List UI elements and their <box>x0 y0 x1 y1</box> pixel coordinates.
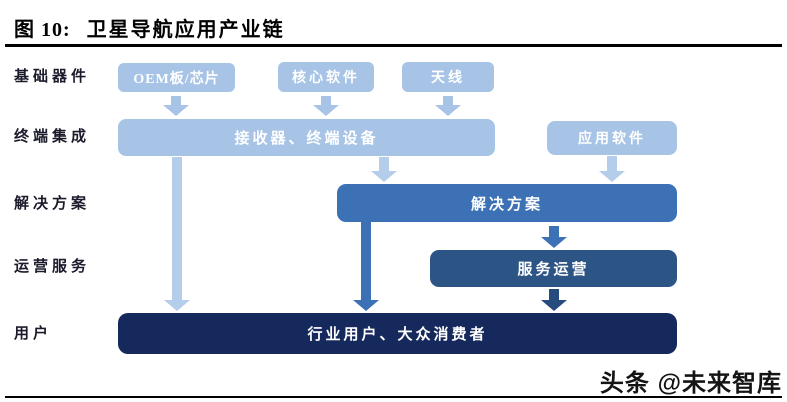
arrow-shaft <box>361 222 371 300</box>
figure-title-text: 卫星导航应用产业链 <box>86 19 285 41</box>
arrow-shaft <box>607 156 617 171</box>
arrow-head <box>353 300 379 311</box>
arrow-head <box>163 105 189 116</box>
arrow-shaft <box>321 96 331 105</box>
node-service-operation: 服务运营 <box>430 250 677 287</box>
arrow-shaft <box>379 157 389 171</box>
node-solution: 解决方案 <box>337 184 677 222</box>
arrow-head <box>313 105 339 116</box>
arrow-app-software-to-solution-down-arrow-icon <box>599 156 625 182</box>
arrow-head <box>599 171 625 182</box>
stage-label-terminal-integration: 终端集成 <box>14 129 91 145</box>
arrow-core-software-to-receiver-down-arrow-icon <box>313 96 339 116</box>
figure-number-label: 图 10: <box>14 19 71 41</box>
bottom-divider-rule <box>5 396 782 398</box>
watermark-text: 头条 @未来智库 <box>599 370 782 397</box>
arrow-antenna-to-receiver-down-arrow-icon <box>435 96 461 116</box>
node-receiver-terminal-equipment: 接收器、终端设备 <box>118 119 495 156</box>
arrow-shaft <box>172 157 182 300</box>
arrow-head <box>164 300 190 311</box>
arrow-receiver-to-solution-down-arrow-icon <box>371 157 397 182</box>
arrow-shaft <box>171 96 181 105</box>
arrow-head <box>541 300 567 311</box>
stage-label-basic-components: 基础器件 <box>14 69 91 85</box>
arrow-shaft <box>443 96 453 105</box>
stage-label-solutions: 解决方案 <box>14 196 91 212</box>
arrow-head <box>541 237 567 248</box>
stage-label-operation-services: 运营服务 <box>14 259 91 275</box>
node-core-software: 核心软件 <box>278 62 374 92</box>
node-application-software: 应用软件 <box>547 121 677 155</box>
arrow-head <box>435 105 461 116</box>
node-industry-users-mass-consumers: 行业用户、大众消费者 <box>118 313 677 354</box>
arrow-receiver-to-users-down-arrow-icon <box>164 157 190 311</box>
arrow-service-to-users-down-arrow-icon <box>541 289 567 311</box>
arrow-oem-to-receiver-down-arrow-icon <box>163 96 189 116</box>
arrow-shaft <box>549 226 559 237</box>
arrow-solution-to-service-down-arrow-icon <box>541 226 567 248</box>
node-antenna: 天线 <box>402 62 494 92</box>
node-oem-board-chip: OEM板/芯片 <box>118 63 235 92</box>
arrow-solution-to-users-down-arrow-icon <box>353 222 379 311</box>
title-divider-rule <box>5 44 782 47</box>
stage-label-users: 用户 <box>14 326 53 342</box>
figure-title: 图 10: 卫星导航应用产业链 <box>14 13 285 42</box>
arrow-shaft <box>549 289 559 300</box>
arrow-head <box>371 171 397 182</box>
